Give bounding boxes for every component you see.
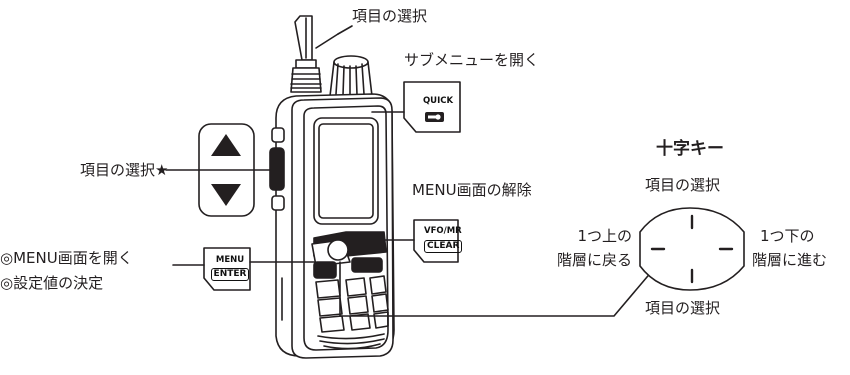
menu-key-box [203, 247, 251, 291]
cross-key-down-label: 項目の選択 [645, 299, 721, 317]
triangle-up-icon [211, 134, 241, 156]
triangle-down-icon [211, 184, 241, 206]
clear-key-label: CLEAR [424, 240, 463, 253]
side-arrow-keys [269, 147, 285, 191]
cross-key-diagram [639, 207, 745, 291]
quick-key-description: サブメニューを開く [404, 51, 540, 69]
cross-key-on-radio [327, 239, 349, 261]
key-lock-icon [425, 112, 444, 122]
top-dial [329, 55, 373, 97]
clear-key-description: MENU画面の解除 [412, 181, 532, 199]
antenna [290, 15, 322, 93]
menu-key-description-2: ◎設定値の決定 [0, 274, 104, 292]
menu-key-description-1: ◎MENU画面を開く [0, 249, 133, 267]
top-dial-label: 項目の選択 [352, 7, 428, 25]
cross-key-title: 十字キー [656, 139, 724, 159]
arrow-keys-label: 項目の選択★ [80, 161, 169, 179]
cross-key-right-label-1: 1つ下の [760, 227, 815, 245]
quick-key-label: QUICK [422, 96, 454, 106]
cross-key-left-label-1: 1つ上の [577, 227, 632, 245]
cross-key-up-label: 項目の選択 [645, 176, 721, 194]
vfo-mr-key-label: VFO/MR [424, 226, 462, 236]
cross-key-right-label-2: 階層に進む [752, 251, 828, 269]
quick-key-box [403, 81, 461, 133]
menu-key-label: MENU [215, 255, 245, 265]
enter-key-label: ENTER [210, 268, 250, 281]
speaker-grille [317, 333, 385, 350]
cross-key-left-label-2: 階層に戻る [556, 251, 632, 269]
